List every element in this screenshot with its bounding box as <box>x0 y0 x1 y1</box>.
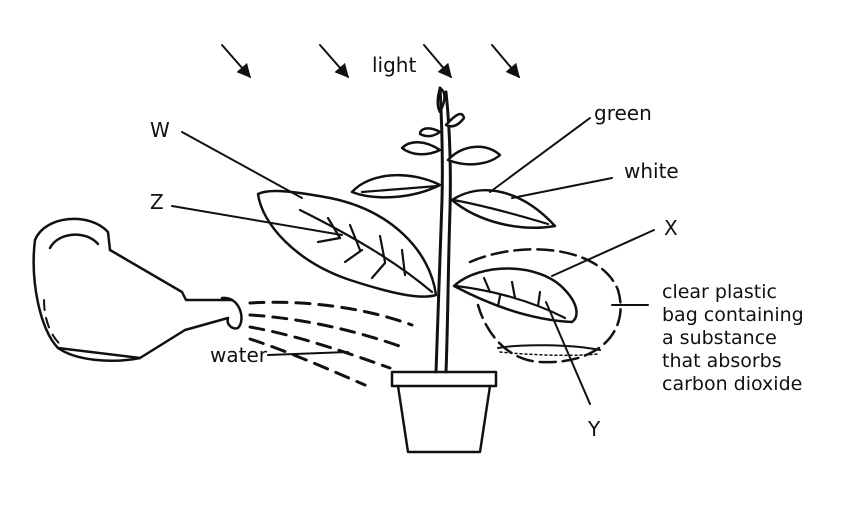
bag-note-line: a substance <box>662 327 777 349</box>
plant-pot-icon <box>390 370 498 454</box>
arrow-down-right-icon <box>423 44 452 79</box>
leaf-veins-right <box>454 276 567 320</box>
bag-note-line: carbon dioxide <box>662 373 802 395</box>
label-y: Y <box>587 417 601 441</box>
arrow-down-right-icon <box>491 44 520 79</box>
pointer-x <box>551 229 655 277</box>
top-leaves <box>400 112 502 166</box>
label-x: X <box>664 216 678 240</box>
leaf-veins-left <box>298 208 434 294</box>
bag-note-line: that absorbs <box>662 350 782 372</box>
plant-stem <box>434 86 452 374</box>
label-light: light <box>372 53 416 77</box>
pointer-white <box>511 177 613 199</box>
label-w: W <box>150 118 170 142</box>
vein <box>360 184 440 194</box>
pointer-water <box>267 351 349 356</box>
bag-description: clear plastic bag containing a substance… <box>662 281 804 395</box>
pointer-z <box>171 205 343 236</box>
pointer-y <box>545 301 591 405</box>
light-arrows <box>221 44 520 79</box>
arrow-down-right-icon <box>221 44 251 79</box>
label-z: Z <box>150 190 164 214</box>
label-water: water <box>210 343 268 367</box>
watering-can-icon <box>32 217 243 363</box>
vein <box>452 198 550 226</box>
pointer-green <box>489 117 591 193</box>
label-green: green <box>594 101 652 125</box>
water-spray <box>248 300 414 387</box>
leaf-w-z <box>256 189 438 298</box>
label-white: white <box>624 159 679 183</box>
plastic-bag <box>468 248 622 364</box>
pointer-w <box>181 131 303 199</box>
bag-note-line: clear plastic <box>662 281 777 303</box>
arrow-down-right-icon <box>319 44 349 79</box>
pointer-lines <box>171 117 655 405</box>
bag-note-line: bag containing <box>662 304 804 326</box>
